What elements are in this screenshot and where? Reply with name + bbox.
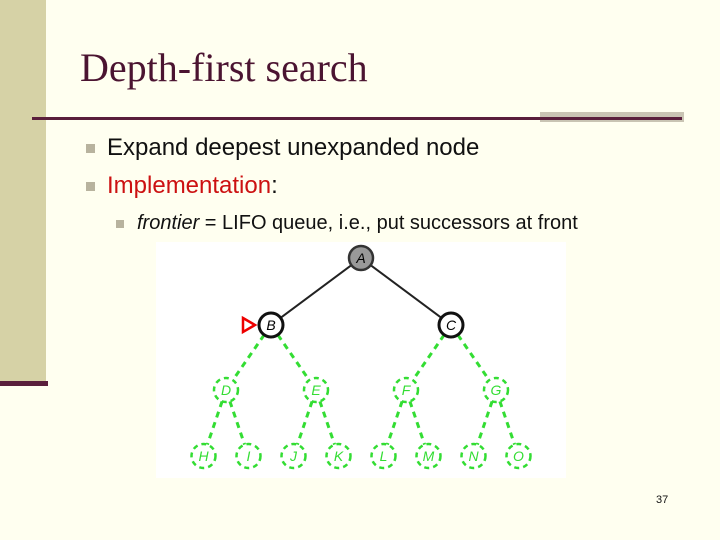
next-node-pointer-icon [241,315,258,335]
tree-edge-g-o [498,400,517,446]
slide-side-bar-accent [0,381,48,386]
tree-edge-c-f [411,334,446,381]
tree-node-b [257,311,285,339]
page-number: 37 [656,494,669,506]
tree-node-h [190,442,217,470]
tree-node-d [212,376,240,404]
tree-node-label-g: G [491,382,502,398]
tree-node-label-e: E [311,382,321,398]
tree-edge-d-i [228,400,247,446]
tree-node-label-m: M [423,448,435,464]
tree-node-label-l: L [380,448,388,464]
bullet-2: Implementation: [86,172,278,200]
tree-node-n [460,442,487,470]
tree-node-i [235,442,262,470]
bullet-square-icon [86,181,95,191]
tree-node-a [347,244,375,272]
tree-edge-b-d [231,334,266,381]
tree-edge-b-e [276,334,311,381]
tree-edge-c-g [456,334,491,381]
tree-node-g [482,376,510,404]
tree-node-label-d: D [221,382,231,398]
tree-node-e [302,376,330,404]
sub-bullet-text: = LIFO queue, i.e., put successors at fr… [199,212,578,234]
title-rule [32,117,682,120]
tree-node-label-c: C [446,317,457,333]
tree-node-k [325,442,352,470]
tree-node-label-j: J [289,448,298,464]
tree-node-f [392,376,420,404]
tree-node-label-f: F [402,382,412,398]
tree-node-m [415,442,442,470]
tree-edge-f-m [408,400,427,446]
tree-node-j [280,442,307,470]
slide-title: Depth-first search [80,45,368,90]
tree-edge-e-k [318,400,337,446]
bullet-square-icon [86,143,95,153]
tree-edge-e-j [295,400,314,446]
tree-edge-a-b [280,264,352,319]
tree-node-label-i: I [247,448,251,464]
bullet-2-highlight: Implementation [107,172,272,199]
sub-bullet-italic: frontier [137,212,200,234]
tree-node-label-a: A [355,250,365,266]
tree-node-c [437,311,465,339]
tree-node-label-h: H [198,448,209,464]
sub-bullet: frontier = LIFO queue, i.e., put success… [116,212,578,235]
tree-edge-a-c [370,264,442,319]
search-tree-svg: A B C D E F G H I J K L M N O [190,244,532,470]
tree-node-o [505,442,532,470]
tree-node-label-o: O [513,448,524,464]
tree-edge-f-l [385,400,404,446]
tree-node-label-n: N [468,448,479,464]
search-tree-diagram: A B C D E F G H I J K L M N O [156,242,566,478]
tree-node-label-b: B [266,317,275,333]
sub-bullet-square-icon [116,219,124,228]
tree-edge-g-n [475,400,494,446]
tree-node-l [370,442,397,470]
bullet-2-suffix: : [271,172,278,199]
bullet-1: Expand deepest unexpanded node [86,134,479,162]
tree-node-label-k: K [334,448,344,464]
tree-edge-d-h [205,400,224,446]
bullet-1-text: Expand deepest unexpanded node [107,134,480,161]
slide-side-bar [0,0,46,383]
